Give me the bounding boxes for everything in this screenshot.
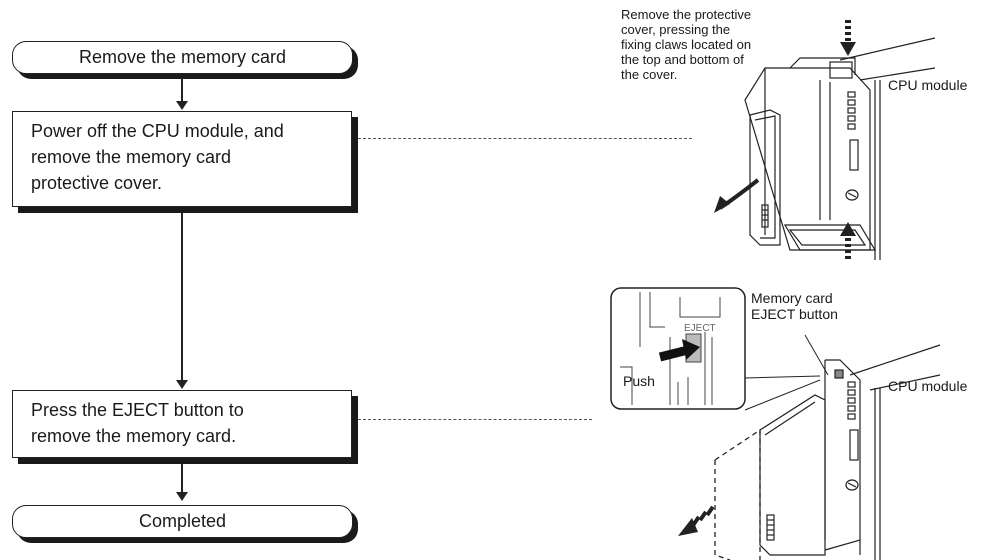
push-arrow — [658, 345, 690, 362]
protective-cover — [749, 109, 781, 246]
push-label: Push — [623, 373, 655, 389]
card-outline-dashed — [714, 428, 761, 560]
note-line: fixing claws located on — [621, 37, 752, 52]
flow-connector — [181, 464, 183, 492]
step-eject-line: Press the EJECT button to — [31, 400, 244, 420]
eject-button-label: Memory card EJECT button — [751, 290, 838, 322]
leader-line-bottom — [358, 419, 592, 420]
end-terminal: Completed — [12, 505, 353, 538]
flow-arrowhead — [176, 380, 188, 389]
note-line: the cover. — [621, 67, 678, 82]
start-terminal-label: Remove the memory card — [78, 47, 287, 67]
leader-line-top — [358, 138, 692, 139]
inset-eject-text: EJECT — [684, 323, 716, 334]
eject-inset-illustration: EJECT — [610, 287, 746, 410]
step-eject-box: Press the EJECT button to remove the mem… — [12, 390, 352, 458]
flow-arrowhead — [176, 492, 188, 501]
eject-label-line: EJECT button — [751, 306, 838, 322]
press-arrow-top — [840, 20, 856, 56]
cpu-module-eject-illustration — [678, 334, 941, 560]
protective-cover-note: Remove the protective cover, pressing th… — [621, 7, 751, 82]
note-line: the top and bottom of — [621, 52, 744, 67]
flow-connector — [181, 78, 183, 102]
step-power-off-line: Power off the CPU module, and — [31, 121, 284, 141]
note-line: cover, pressing the — [621, 22, 731, 37]
note-line: Remove the protective — [621, 7, 752, 22]
flow-connector — [181, 213, 183, 381]
eject-direction-arrow — [678, 505, 715, 536]
cpu-module-label-top: CPU module — [888, 77, 968, 93]
step-power-off-box: Power off the CPU module, and remove the… — [12, 111, 352, 207]
start-terminal: Remove the memory card — [12, 41, 353, 74]
end-terminal-label: Completed — [138, 511, 227, 531]
housing-edge — [859, 67, 936, 81]
module-body — [744, 67, 871, 251]
memory-card — [759, 394, 826, 556]
housing-edge — [839, 37, 936, 61]
eject-label-line: Memory card — [751, 290, 833, 306]
step-power-off-line: protective cover. — [31, 173, 163, 193]
step-power-off-line: remove the memory card — [31, 147, 232, 167]
cpu-module-cover-illustration — [714, 20, 936, 260]
flow-arrowhead — [176, 101, 188, 110]
step-eject-line: remove the memory card. — [31, 426, 237, 446]
press-arrow-bottom — [840, 222, 856, 259]
